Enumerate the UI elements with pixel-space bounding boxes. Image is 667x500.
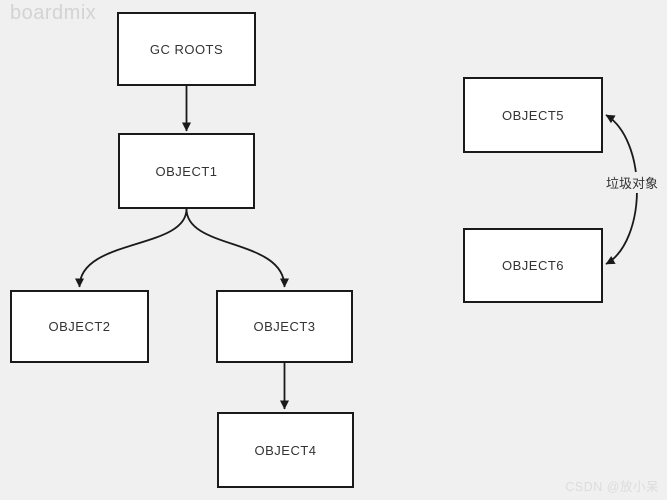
node-gc-roots-label: GC ROOTS: [149, 41, 224, 57]
node-object4-label: OBJECT4: [254, 442, 317, 458]
edge-object1-object3[interactable]: [185, 208, 289, 288]
csdn-credit-watermark: CSDN @放小呆: [565, 480, 659, 494]
node-object5-label: OBJECT5: [501, 107, 564, 123]
node-object6-label: OBJECT6: [501, 258, 564, 273]
edge-object1-object2[interactable]: [75, 208, 188, 288]
node-object1-label: OBJECT1: [155, 163, 218, 179]
node-object3[interactable]: OBJECT3: [216, 290, 353, 363]
edge-object5-object6[interactable]: [605, 189, 638, 265]
node-object5[interactable]: OBJECT5: [463, 77, 603, 153]
node-object2[interactable]: OBJECT2: [10, 290, 149, 363]
node-object2-label: OBJECT2: [48, 319, 111, 334]
edge-label-garbage-objects[interactable]: 垃圾对象: [604, 172, 661, 193]
boardmix-logo: boardmix: [10, 2, 97, 24]
node-object3-label: OBJECT3: [253, 319, 316, 334]
node-object6[interactable]: OBJECT6: [463, 228, 603, 303]
node-object1[interactable]: OBJECT1: [118, 133, 255, 209]
node-gc-roots[interactable]: GC ROOTS: [117, 12, 256, 86]
node-object4[interactable]: OBJECT4: [217, 412, 354, 488]
